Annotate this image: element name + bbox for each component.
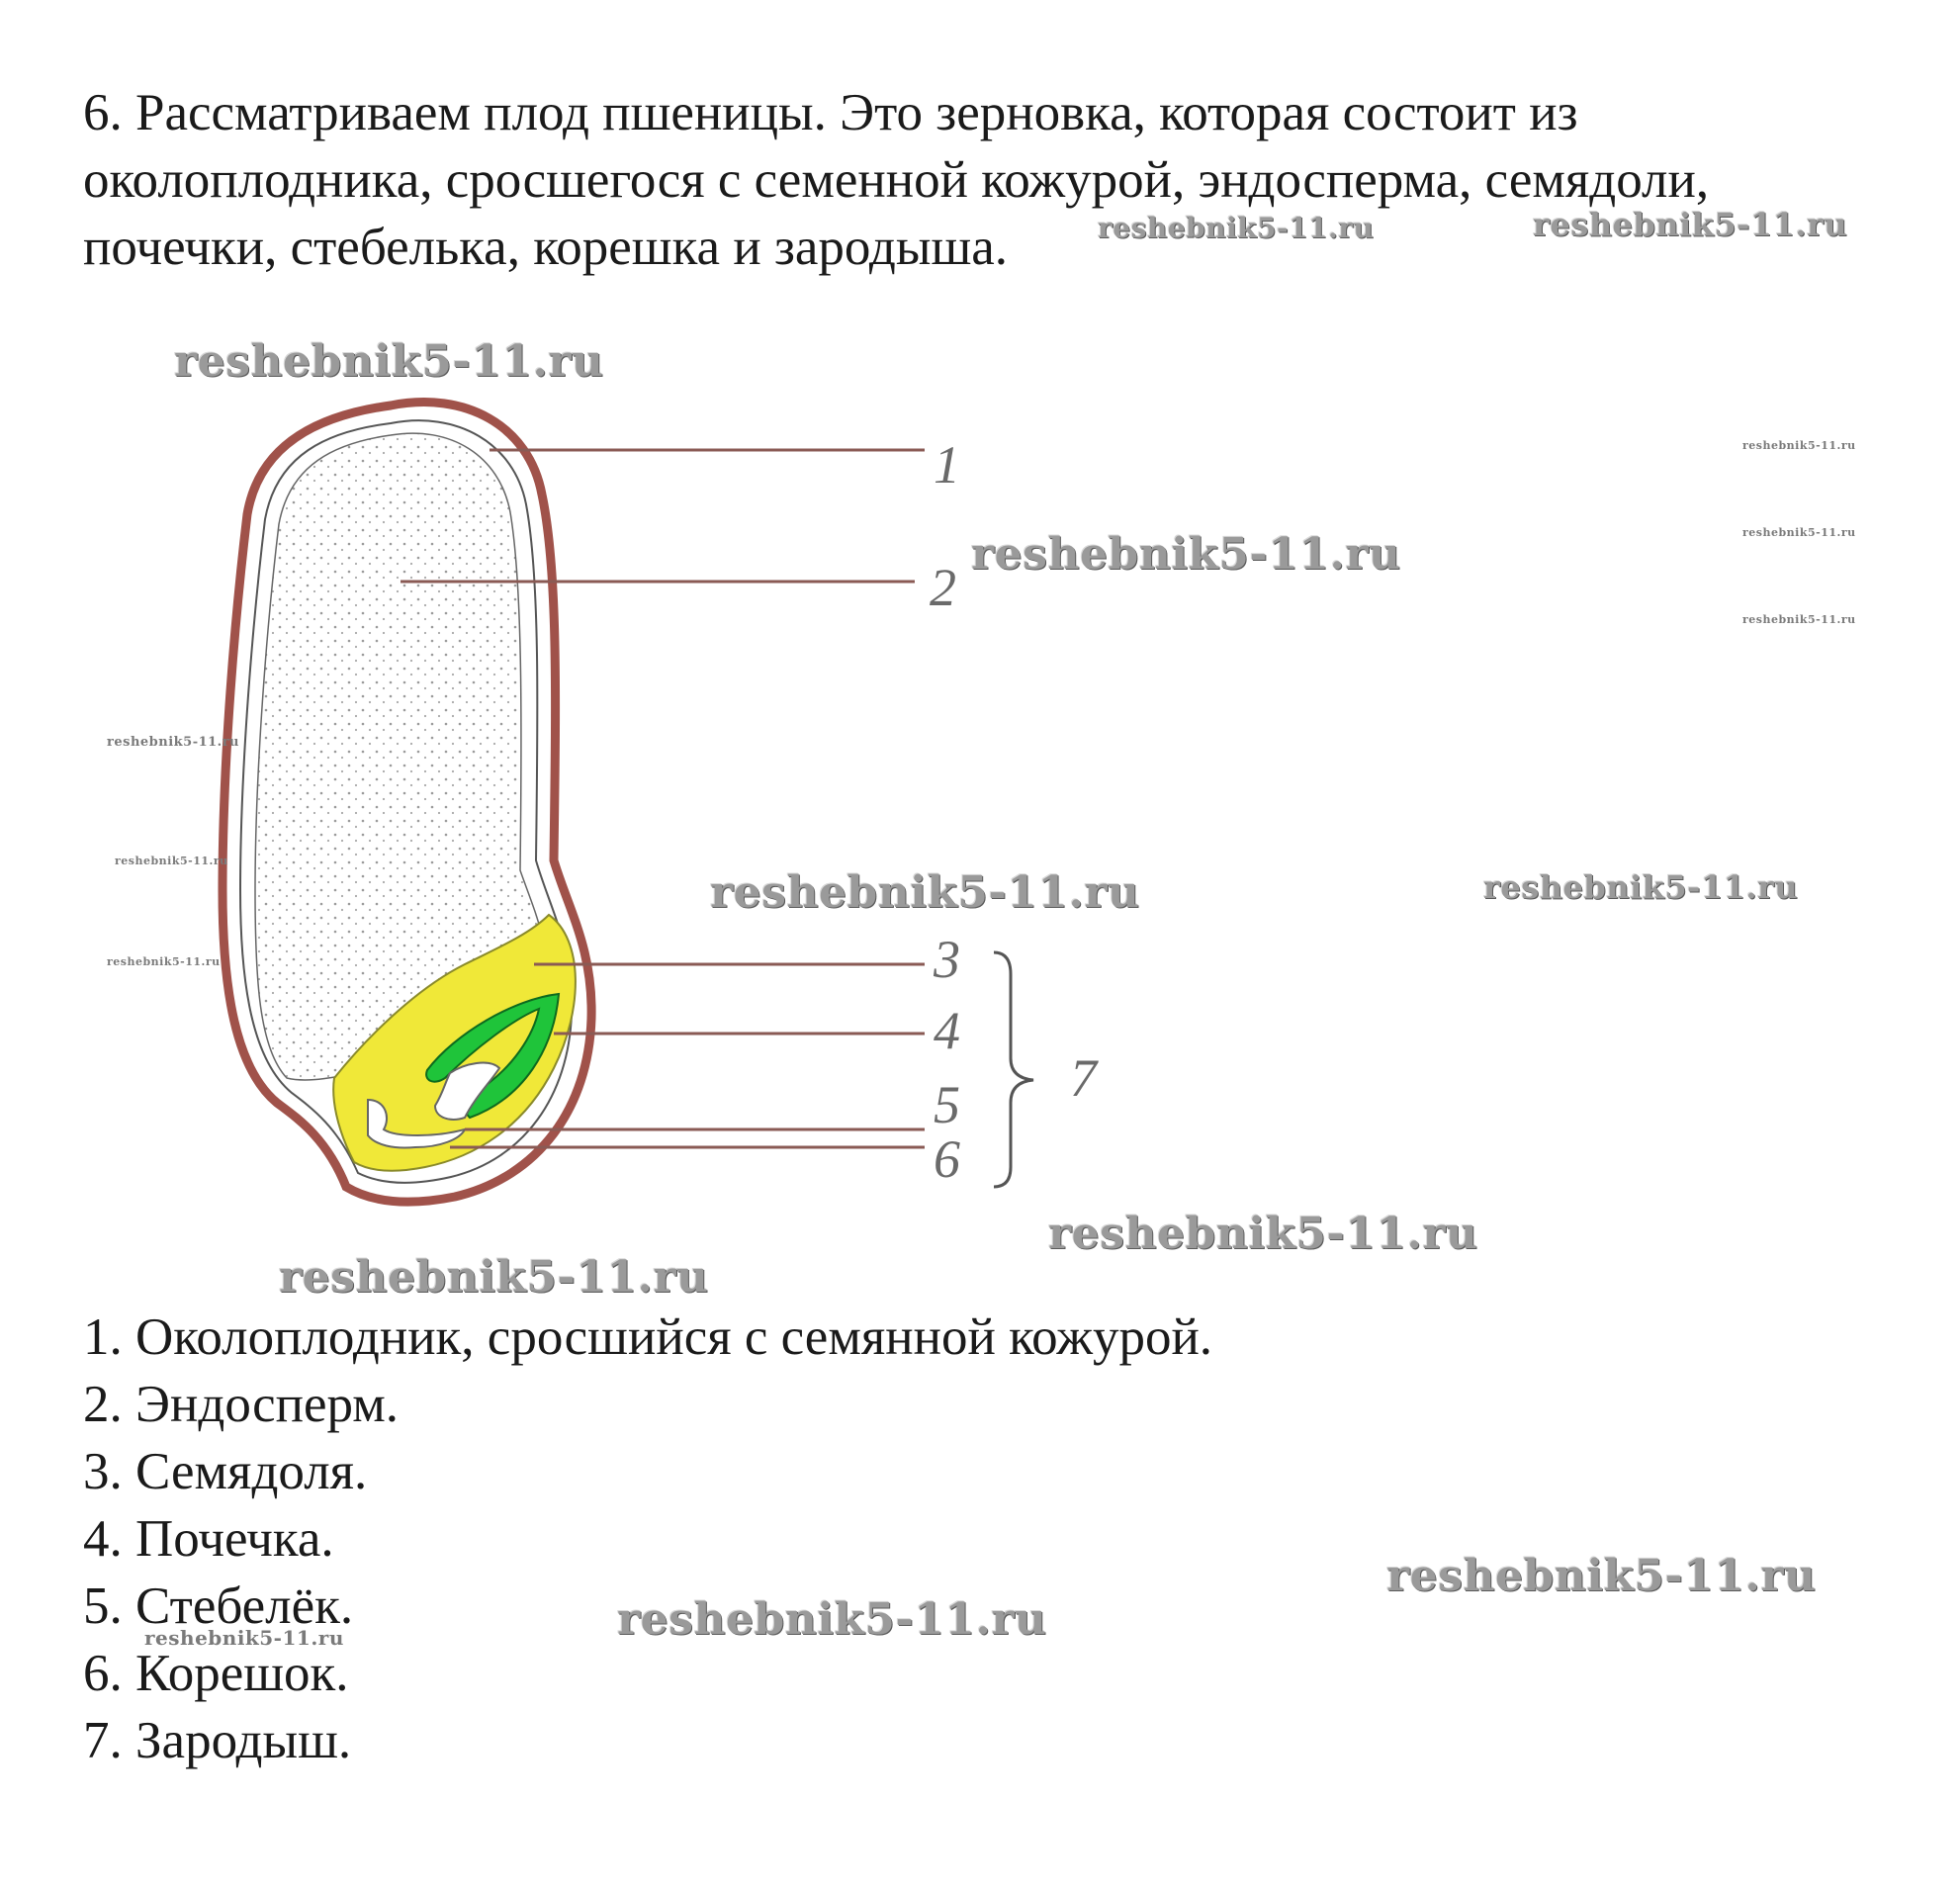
diagram-label-7: 7 (1070, 1048, 1099, 1108)
watermark: reshebnik5-11.ru (107, 735, 240, 750)
intro-line-2: околоплодника, сросшегося с семенной кож… (83, 151, 1710, 209)
watermark: reshebnik5-11.ru (1742, 526, 1856, 539)
diagram-label-6: 6 (934, 1129, 960, 1189)
bud-shape (425, 992, 561, 1120)
answer-item-2: 2. Эндосперм. (83, 1376, 400, 1433)
watermark: reshebnik5-11.ru (710, 867, 1140, 918)
watermark: reshebnik5-11.ru (107, 955, 221, 968)
answer-item-7: 7. Зародыш. (83, 1712, 352, 1769)
leader-lines (401, 448, 925, 1149)
watermark: reshebnik5-11.ru (1742, 613, 1856, 626)
root-shape (367, 1098, 467, 1149)
watermark: reshebnik5-11.ru (279, 1252, 709, 1303)
watermark: reshebnik5-11.ru (174, 336, 604, 387)
intro-line-1: 6. Рассматриваем плод пшеницы. Это зерно… (83, 84, 1578, 141)
intro-line-3: почечки, стебелька, корешка и зародыша. (83, 219, 1009, 276)
answer-item-6: 6. Корешок. (83, 1645, 349, 1702)
watermark: reshebnik5-11.ru (971, 529, 1401, 580)
watermark: reshebnik5-11.ru (617, 1594, 1047, 1645)
diagram-label-1: 1 (934, 435, 960, 495)
watermark: reshebnik5-11.ru (1483, 868, 1799, 906)
answer-item-1: 1. Околоплодник, сросшийся с семянной ко… (83, 1308, 1213, 1366)
watermark: reshebnik5-11.ru (1533, 206, 1848, 243)
diagram-label-5: 5 (934, 1075, 960, 1134)
stalk-shape (433, 1061, 501, 1121)
answer-list: 1. Околоплодник, сросшийся с семянной ко… (83, 1304, 1212, 1774)
watermark: reshebnik5-11.ru (144, 1626, 344, 1650)
seed-coat-line (238, 419, 574, 1184)
answer-item-5: 5. Стебелёк. (83, 1577, 354, 1635)
watermark: reshebnik5-11.ru (115, 855, 228, 867)
diagram-label-2: 2 (930, 558, 956, 617)
watermark: reshebnik5-11.ru (1386, 1551, 1817, 1601)
answer-item-3: 3. Семядоля. (83, 1443, 368, 1500)
task-intro: 6. Рассматриваем плод пшеницы. Это зерно… (83, 79, 1903, 281)
diagram-label-3: 3 (933, 930, 960, 989)
answer-item-4: 4. Почечка. (83, 1510, 334, 1568)
watermark: reshebnik5-11.ru (1098, 212, 1375, 244)
watermark: reshebnik5-11.ru (1048, 1209, 1478, 1259)
diagram-label-4: 4 (934, 1001, 960, 1060)
watermark: reshebnik5-11.ru (1742, 439, 1856, 452)
embryo-brace (993, 950, 1034, 1189)
